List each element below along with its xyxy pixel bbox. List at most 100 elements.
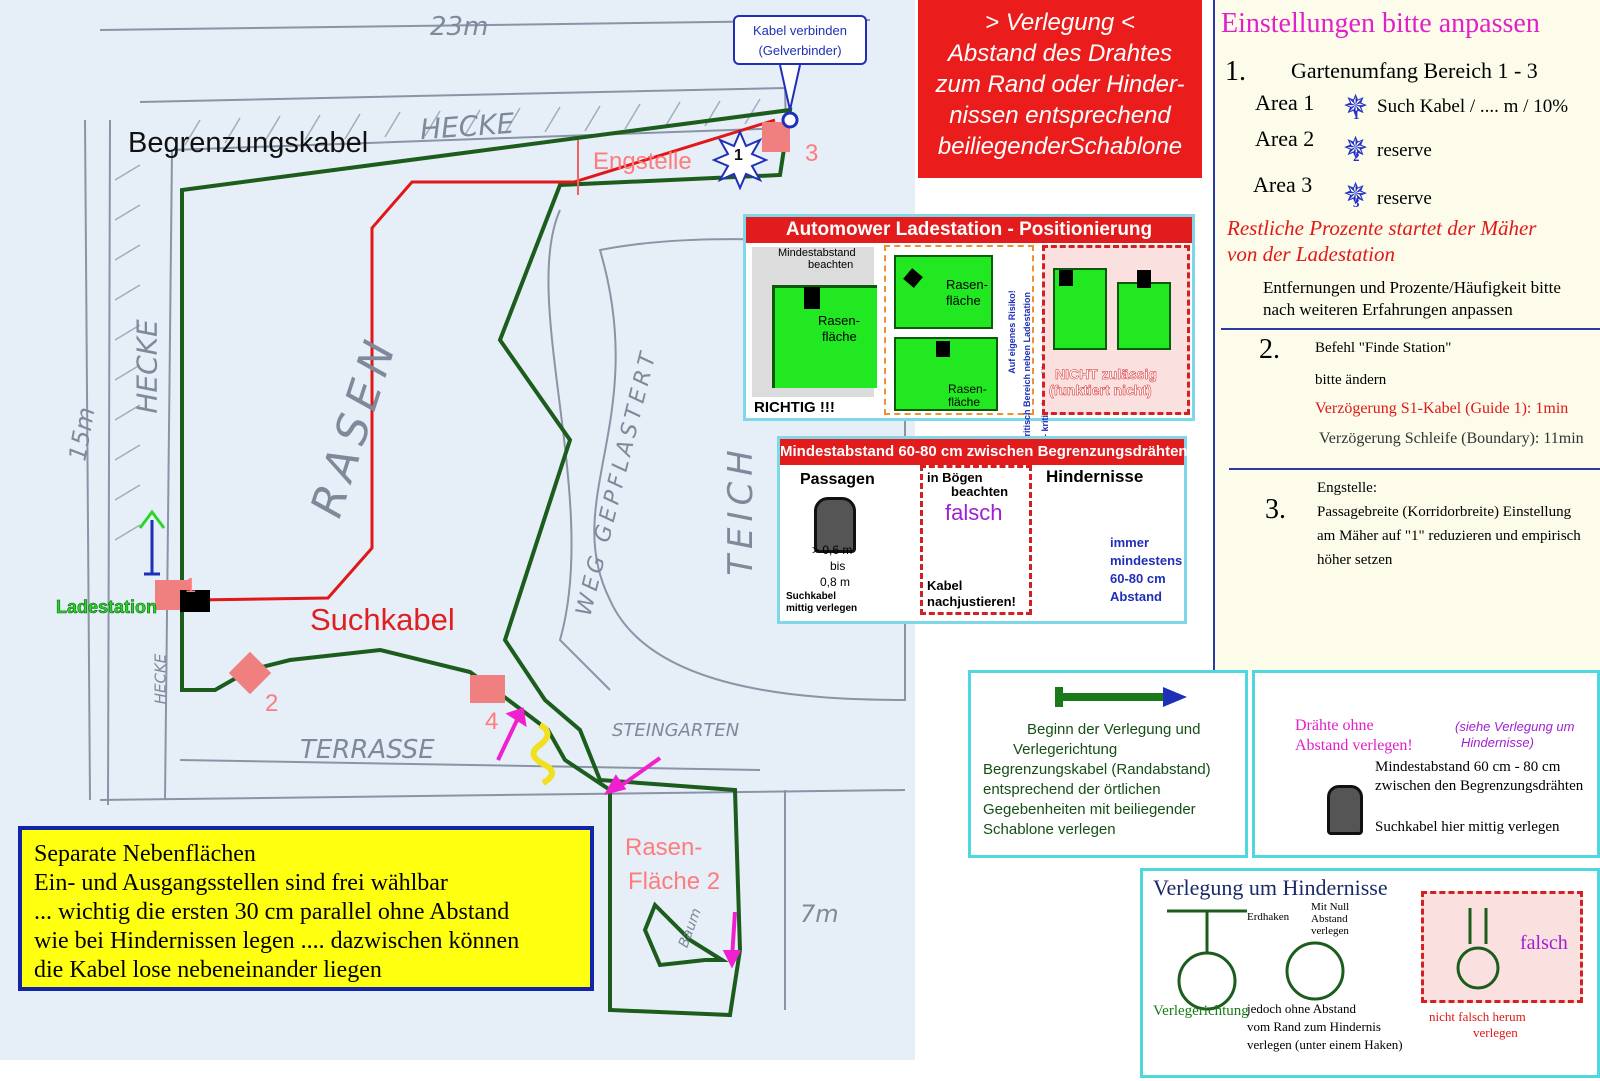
corner-number-3: 3 [805, 140, 819, 167]
parallel-wire-zigzag [530, 722, 555, 786]
min-distance-title: Mindestabstand 60-80 cm zwischen Begrenz… [780, 439, 1188, 465]
hedge-left-outline [107, 119, 111, 806]
correct-example: Mindestabstand beachten Rasen- fläche [752, 247, 877, 397]
always-line1: immer [1110, 535, 1150, 550]
settings-divider-1 [1221, 328, 1600, 330]
bends-wrong: falsch [945, 500, 1003, 525]
risk-line3: - kritisch Bereich neben Ladestation [1022, 291, 1032, 447]
obstacles-panel: Verlegung um Hindernisse Verlegerichtung… [1140, 868, 1600, 1078]
obstacles-label: Hindernisse [1046, 467, 1144, 486]
find-station-cmd-line1: Befehl "Finde Station" [1315, 340, 1452, 356]
area1-value: Such Kabel / .... m / 10% [1377, 96, 1569, 117]
star-marker-1 [711, 129, 769, 191]
no-gap-line2: vom Rand zum Hindernis [1247, 1019, 1381, 1034]
no-gap-line1: jedoch ohne Abstand [1247, 1001, 1357, 1016]
connector-point [781, 111, 799, 129]
obstacles-title: Verlegung um Hindernisse [1153, 875, 1388, 900]
passage-dist-2: bis [830, 559, 846, 573]
magenta-arrow-1 [496, 717, 520, 761]
area3-star-icon: ✵3 [1343, 180, 1368, 211]
rest-percent-line1: Restliche Prozente startet der Mäher [1227, 216, 1537, 240]
pond-label: TEICH [720, 444, 761, 576]
guide-cable-label: Suchkabel [310, 602, 455, 637]
lawn-area-1 [772, 285, 877, 388]
wires-see-line1: (siehe Verlegung um [1455, 719, 1575, 734]
station-icon-5 [1137, 270, 1151, 288]
area2-label: Area 2 [1255, 126, 1315, 151]
obstacle-direction: Verlegerichtung [1153, 1003, 1249, 1019]
no-gap-line3: verlegen (unter einem Haken) [1247, 1037, 1403, 1052]
delay-loop: Verzögerung Schleife (Boundary): 11min [1319, 430, 1584, 447]
wires-guide: Suchkabel hier mittig verlegen [1375, 819, 1560, 835]
laying-banner: > Verlegung < Abstand des Drahtes zum Ra… [918, 0, 1202, 178]
step-3-number: 3. [1265, 494, 1286, 525]
narrow-line3: am Mäher auf "1" reduzieren und empirisc… [1317, 528, 1581, 544]
min-distance-panel: Mindestabstand 60-80 cm zwischen Begrenz… [777, 436, 1188, 624]
wires-no-gap-line2: Abstand verlegen! [1295, 737, 1413, 754]
zero-gap-line2: Abstand [1311, 913, 1348, 925]
connect-callout: Kabel verbinden (Gelverbinder) [733, 15, 867, 65]
wires-panel: Drähte ohne Abstand verlegen! (siehe Ver… [1252, 670, 1600, 858]
legend-line2: Verlegerichtung [1013, 741, 1118, 758]
terrace-label: TERRASSE [300, 735, 435, 765]
station-icon-4 [1059, 270, 1073, 286]
legend-line5: Gegebenheiten mit beiliegender [983, 801, 1196, 818]
step-2-number: 2. [1259, 334, 1280, 365]
hedge-small-label: HECKE [151, 653, 170, 705]
zero-gap-line3: verlegen [1311, 925, 1349, 937]
settings-divider-2 [1229, 468, 1600, 470]
station-icon-1 [804, 287, 820, 309]
always-line4: Abstand [1110, 589, 1162, 604]
hedge-left-label: HECKE [130, 319, 164, 414]
area1-label: Area 1 [1255, 90, 1315, 115]
wrong-direction-line1: nicht falsch herum [1429, 1009, 1526, 1024]
note-line1: Separate Nebenflächen [34, 841, 256, 867]
side-areas-note: Separate Nebenflächen Ein- und Ausgangss… [18, 826, 594, 991]
area2-star-number: 2 [1353, 149, 1360, 164]
wires-min-line1: Mindestabstand 60 cm - 80 cm [1375, 759, 1561, 775]
area3-star-number: 3 [1353, 195, 1360, 210]
passage-dist-1: > 0,6 m [812, 543, 853, 557]
start-arrow-up [138, 509, 166, 576]
banner-line5: beiliegenderSchablone [937, 133, 1183, 160]
adjust-line1: Entfernungen und Prozente/Häufigkeit bit… [1263, 278, 1561, 297]
wires-min-line2: zwischen den Begrenzungsdrähten [1375, 778, 1584, 794]
earth-hook-label: Erdhaken [1247, 911, 1290, 923]
step-1-number: 1. [1225, 56, 1246, 87]
cable-adjust-line2: nachjustieren! [927, 594, 1016, 609]
banner-line3: zum Rand oder Hinder- [935, 71, 1185, 98]
area2-star-icon: ✵2 [1343, 134, 1368, 165]
note-line2: Ein- und Ausgangsstellen sind frei wählb… [34, 870, 448, 896]
rest-percent-line2: von der Ladestation [1227, 242, 1395, 266]
callout-pointer [779, 64, 801, 111]
left-dim [84, 119, 91, 801]
charging-station-box [180, 590, 210, 612]
boundary-tree-loop [642, 901, 729, 968]
mower-icon [814, 497, 856, 553]
obstacle-wrong-label: falsch [1520, 932, 1568, 954]
lawn-2-line1: Rasen- [946, 277, 988, 292]
garden-scope: Gartenumfang Bereich 1 - 3 [1291, 58, 1538, 83]
corner-number-4: 4 [485, 708, 499, 735]
connect-callout-line2: (Gelverbinder) [758, 43, 842, 58]
passages-label: Passagen [800, 471, 875, 488]
area3-value: reserve [1377, 188, 1432, 209]
risk-line1: Auf eigenes Risiko! [1006, 290, 1017, 374]
corner-pad-4 [470, 675, 505, 703]
rock-garden-label: STEINGARTEN [612, 720, 740, 741]
area1-star-icon: ✵1 [1343, 92, 1368, 123]
lawn2-height-label: 7m [800, 900, 839, 928]
area3-label: Area 3 [1253, 172, 1313, 197]
min-dist-line1: Mindestabstand [778, 247, 856, 259]
not-allowed-line1: NICHT zulässig [1055, 366, 1157, 383]
legend-line1: Beginn der Verlegung und [1027, 721, 1201, 738]
lawn-3-line1: Rasen- [948, 382, 987, 396]
delay-guide: Verzögerung S1-Kabel (Guide 1): 1min [1315, 400, 1569, 417]
legend-line3: Begrenzungskabel (Randabstand) [983, 761, 1211, 778]
risky-example: Rasen- fläche Rasen- fläche Auf eigenes … [884, 245, 1050, 447]
path-outline [547, 209, 611, 691]
narrow-spot-label: Engstelle [593, 148, 692, 175]
obstacle-loop-correct [1167, 909, 1247, 1011]
correct-label: RICHTIG !!! [754, 399, 835, 416]
wires-mower-icon [1327, 785, 1363, 835]
